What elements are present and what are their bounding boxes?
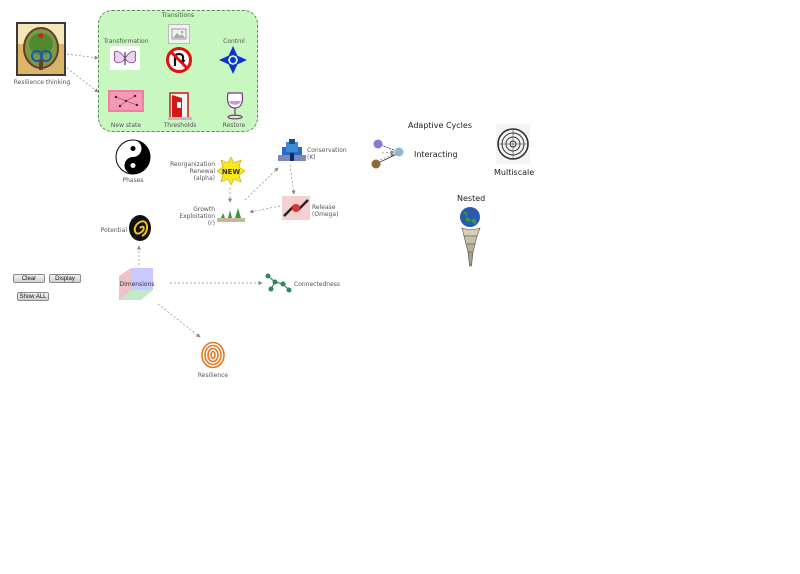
conservation-k: (K) (307, 154, 316, 161)
edge-dimensions-resilience (157, 303, 201, 338)
control-label: Control (223, 38, 245, 45)
conservation-name: Conservation (307, 147, 347, 154)
interacting-label: Interacting (414, 150, 458, 159)
resilience-label: Resilience (197, 372, 229, 379)
earth-on-shell-icon (460, 207, 481, 267)
control-image[interactable] (218, 45, 248, 75)
edge-growth-conservation (244, 167, 279, 201)
butterfly-icon (110, 46, 140, 70)
release-image[interactable] (282, 196, 310, 220)
r-text: (r) (207, 220, 215, 227)
release-label: Release (Omega) (312, 204, 338, 218)
new-badge-text: NEW (222, 168, 241, 176)
display-button[interactable]: Display (49, 274, 81, 283)
multiscale-image[interactable] (496, 124, 530, 164)
growth-label: Growth Exploitation (r) (170, 206, 215, 227)
new-starburst-icon: NEW (216, 156, 246, 186)
new-state-image[interactable] (108, 90, 144, 112)
dimensions-image[interactable] (117, 266, 155, 302)
transitions-image[interactable] (168, 24, 190, 44)
conservation-image[interactable] (278, 139, 306, 163)
phases-image[interactable] (115, 139, 151, 175)
edge-conservation-release (289, 164, 296, 195)
interacting-image[interactable] (369, 138, 407, 170)
reorganization-image[interactable]: NEW (216, 156, 246, 186)
resilience-image[interactable] (200, 341, 226, 369)
omega-text: (Omega) (312, 211, 339, 218)
new-state-label: New state (110, 122, 142, 129)
castle-icon (278, 139, 306, 161)
nested-label: Nested (457, 194, 486, 203)
adaptive-cycles-label: Adaptive Cycles (408, 121, 472, 130)
resilience-thinking-label: Resilience thinking (13, 79, 71, 86)
no-u-turn-icon (166, 47, 192, 73)
pink-network-icon (108, 90, 144, 112)
transformation-image[interactable] (110, 46, 140, 70)
galaxy-swirl-icon (129, 215, 151, 241)
edge-thinking-newstate (66, 67, 99, 93)
growth-text: Growth (193, 206, 215, 213)
conservation-label: Conservation (K) (307, 147, 347, 161)
restore-image[interactable] (222, 90, 248, 120)
no-u-turn-image[interactable] (166, 47, 192, 73)
wine-glass-icon (226, 92, 244, 120)
transformation-label: Transformation (103, 38, 149, 45)
door-icon (168, 92, 192, 120)
interacting-nodes-icon (371, 139, 404, 169)
molecule-icon (265, 273, 292, 293)
edge-thinking-transitions (66, 53, 99, 60)
renewal-text: Renewal (189, 168, 215, 175)
reorganization-label: Reorganization Renewal (alpha) (160, 161, 215, 182)
release-text: Release (312, 204, 336, 211)
connectedness-label: Connectedness (294, 281, 341, 288)
tree-infinity-icon (16, 22, 66, 76)
image-placeholder-icon (168, 24, 190, 44)
transitions-label: Transitions (161, 12, 195, 19)
thresholds-label: Thresholds (163, 122, 197, 129)
tree-rings-icon (496, 124, 530, 164)
exploitation-text: Exploitation (179, 213, 215, 220)
cube-3d-icon (119, 268, 153, 300)
fingerprint-spiral-icon (201, 341, 225, 369)
seedlings-icon (217, 208, 245, 222)
clear-button[interactable]: Clear (13, 274, 45, 283)
phases-label: Phases (122, 177, 144, 184)
resilience-thinking-image[interactable] (16, 22, 66, 76)
connectedness-image[interactable] (264, 273, 292, 293)
show-all-button[interactable]: Show ALL (17, 292, 49, 301)
restore-label: Restore (222, 122, 246, 129)
growth-image[interactable] (217, 206, 245, 222)
nested-image[interactable] (457, 206, 485, 268)
reorganization-text: Reorganization (170, 161, 215, 168)
thresholds-image[interactable] (168, 92, 192, 120)
edge-release-growth (249, 205, 281, 214)
dimensions-label: Dimensions (119, 281, 155, 288)
broken-chain-icon (282, 196, 310, 220)
potential-label: Potential (100, 227, 127, 234)
compass-arrows-icon (219, 46, 247, 74)
yin-yang-icon (115, 139, 151, 175)
potential-image[interactable] (128, 214, 152, 242)
alpha-text: (alpha) (193, 175, 215, 182)
multiscale-label: Multiscale (494, 168, 535, 177)
